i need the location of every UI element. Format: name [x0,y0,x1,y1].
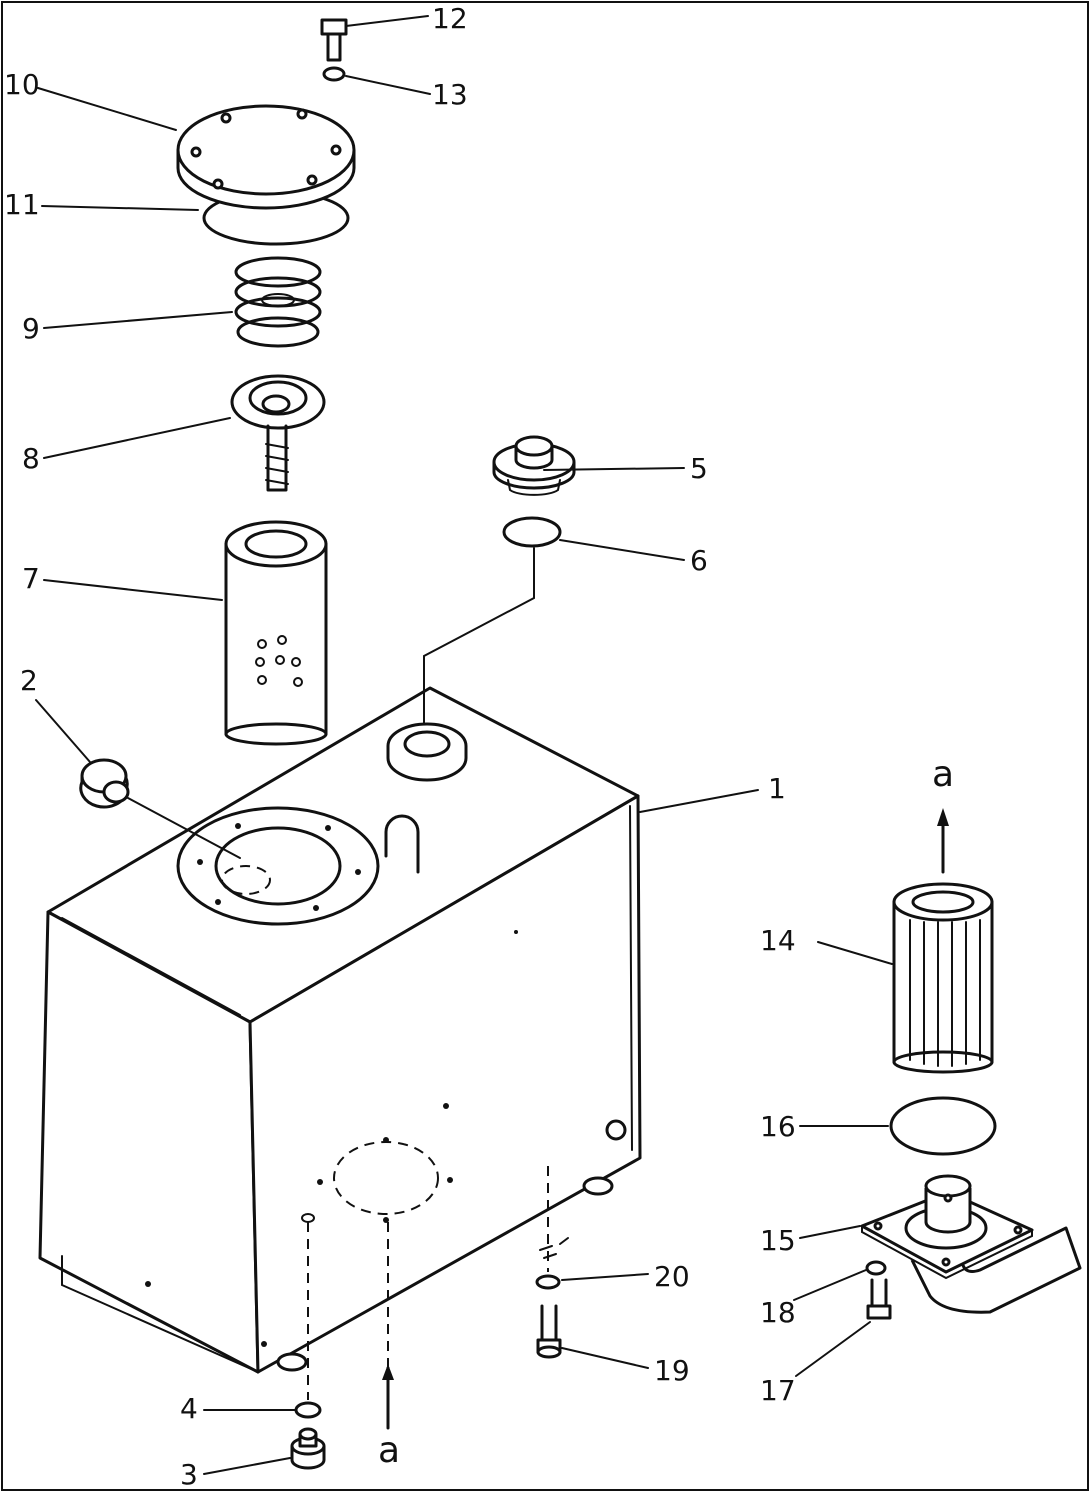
arrow-up-icon [382,1364,394,1380]
label-part-5: 5 [690,452,708,485]
label-part-9: 9 [22,312,40,345]
part-12-bolt [320,18,348,62]
label-part-15: 15 [760,1224,796,1257]
part-18-washer [865,1260,887,1276]
part-20-washer [535,1274,561,1290]
label-part-3: 3 [180,1458,198,1491]
label-flow-a-top: a [932,754,954,795]
part-5-filler-cap [492,435,576,496]
label-part-20: 20 [654,1260,690,1293]
part-17-bolt [866,1278,892,1320]
tank-u-handle [384,814,420,874]
label-part-8: 8 [22,442,40,475]
label-part-18: 18 [760,1296,796,1329]
label-part-12: 12 [432,2,468,35]
label-part-16: 16 [760,1110,796,1143]
label-part-10: 10 [4,68,40,101]
label-part-7: 7 [22,562,40,595]
part-6-o-ring [502,516,562,548]
label-flow-a-bottom: a [378,1430,400,1471]
label-part-13: 13 [432,78,468,111]
part-4-o-ring [294,1401,322,1419]
label-part-2: 2 [20,664,38,697]
filler-assembly-line [423,547,535,725]
part-3-drain-plug [290,1427,326,1470]
part-15-elbow-flange [860,1174,1082,1314]
part-7-filter-element [224,520,328,746]
label-part-19: 19 [654,1354,690,1387]
part-2-grommet [79,758,130,809]
part-13-washer [322,66,346,82]
label-part-11: 11 [4,188,40,221]
label-part-1: 1 [768,772,786,805]
label-part-14: 14 [760,924,796,957]
part-14-strainer [892,882,994,1074]
label-part-6: 6 [690,544,708,577]
label-part-4: 4 [180,1392,198,1425]
part-16-o-ring [889,1096,997,1156]
part-8-bypass-valve [230,374,326,492]
tank-body [38,686,642,1374]
label-part-17: 17 [760,1374,796,1407]
tank-filter-flange [176,806,380,926]
arrow-up-icon [937,808,949,826]
part-9-spring [234,256,322,348]
tank-filler-neck [386,722,468,782]
leader-lines [37,15,893,1475]
part-19-bolt [536,1304,562,1359]
part-10-cover [176,104,356,210]
